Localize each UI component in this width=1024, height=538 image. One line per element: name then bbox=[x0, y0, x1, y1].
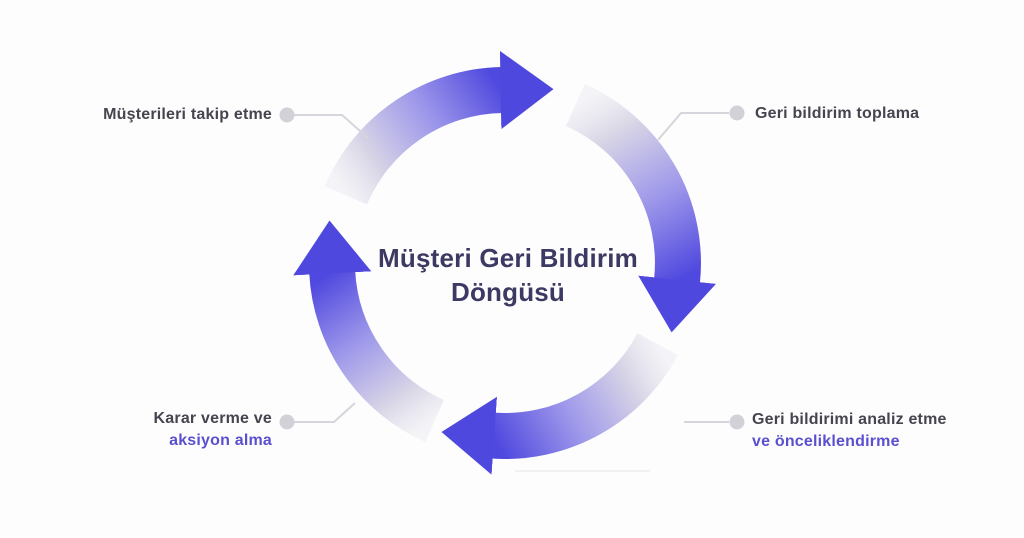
cycle-arrow-right-icon bbox=[565, 83, 717, 333]
diagram-title-line1: Müşteri Geri Bildirim bbox=[378, 243, 638, 273]
cycle-arrow-top-icon bbox=[324, 50, 554, 205]
label-text-line1: Geri bildirimi analiz etme bbox=[752, 411, 947, 428]
connector-dot bbox=[729, 414, 745, 430]
cycle-arrow-bottom-icon bbox=[441, 332, 679, 475]
connector-dot bbox=[279, 107, 295, 123]
label-text: Geri bildirim toplama bbox=[755, 105, 920, 122]
connector-line bbox=[657, 112, 729, 141]
connector-top-left bbox=[279, 107, 369, 139]
label-geri-bildirim-toplama: Geri bildirim toplama bbox=[755, 103, 919, 125]
label-musterileri-takip-etme: Müşterileri takip etme bbox=[103, 104, 272, 126]
diagram-title: Müşteri Geri Bildirim Döngüsü bbox=[338, 241, 678, 309]
label-geri-bildirimi-analiz-etme: Geri bildirimi analiz etme ve önceliklen… bbox=[752, 409, 947, 453]
connector-dot bbox=[729, 105, 745, 121]
label-text-line1: Karar verme ve bbox=[153, 410, 272, 427]
label-karar-verme-aksiyon-alma: Karar verme ve aksiyon alma bbox=[154, 408, 272, 452]
label-text-line2: ve önceliklendirme bbox=[752, 433, 900, 450]
connector-dot bbox=[279, 414, 295, 430]
label-text-line2: aksiyon alma bbox=[169, 432, 272, 449]
connector-top-right bbox=[657, 105, 745, 141]
label-text: Müşterileri takip etme bbox=[103, 106, 272, 123]
connector-bottom-right bbox=[684, 414, 745, 430]
connector-bottom-left bbox=[279, 402, 356, 430]
cycle-arrow-left-icon bbox=[293, 220, 445, 443]
diagram-title-line2: Döngüsü bbox=[450, 277, 566, 307]
connector-line bbox=[294, 402, 356, 423]
connector-line bbox=[294, 114, 369, 139]
